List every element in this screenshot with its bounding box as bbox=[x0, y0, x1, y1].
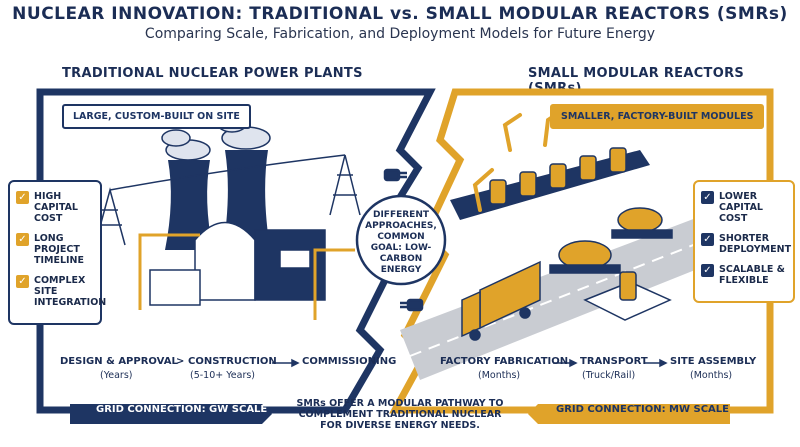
timeline-step-commissioning: COMMISSIONING bbox=[302, 356, 397, 367]
feature-item: ✓SHORTER DEPLOYMENT bbox=[701, 233, 791, 255]
traditional-heading: TRADITIONAL NUCLEAR POWER PLANTS bbox=[62, 66, 363, 81]
feature-item: ✓COMPLEX SITE INTEGRATION bbox=[16, 275, 106, 308]
smr-timeline-arrows bbox=[553, 358, 668, 368]
page-title: NUCLEAR INNOVATION: TRADITIONAL vs. SMAL… bbox=[12, 4, 788, 24]
timeline-separator: > bbox=[176, 356, 185, 367]
feature-item: ✓SCALABLE & FLEXIBLE bbox=[701, 264, 787, 286]
timeline-sub-assembly: (Months) bbox=[690, 370, 733, 381]
timeline-sub-fabrication: (Months) bbox=[478, 370, 521, 381]
grid-arrow-right bbox=[528, 404, 730, 424]
feature-item: ✓LONG PROJECT TIMELINE bbox=[16, 233, 94, 266]
plug-icon-top bbox=[383, 168, 407, 182]
check-icon: ✓ bbox=[16, 275, 29, 288]
check-icon: ✓ bbox=[16, 233, 29, 246]
rail-cars bbox=[549, 207, 673, 274]
timeline-sub-transport: (Truck/Rail) bbox=[582, 370, 636, 381]
timeline-sub-design: (Years) bbox=[100, 370, 133, 381]
timeline-step-construction: CONSTRUCTION bbox=[188, 356, 277, 367]
footer-message: SMRs OFFER A MODULAR PATHWAY TO COMPLEME… bbox=[296, 398, 504, 431]
plug-icon-bottom bbox=[400, 298, 424, 312]
center-message: DIFFERENT APPROACHES, COMMON GOAL: LOW-C… bbox=[365, 210, 437, 275]
reactor-modules bbox=[489, 147, 627, 205]
transport-truck bbox=[461, 260, 541, 341]
traditional-timeline-arrows bbox=[272, 358, 300, 368]
feature-item: ✓LOWER CAPITAL COST bbox=[701, 191, 787, 224]
timeline-step-design: DESIGN & APPROVAL bbox=[60, 356, 178, 367]
check-icon: ✓ bbox=[701, 264, 714, 277]
timeline-step-transport: TRANSPORT bbox=[580, 356, 648, 367]
page-subtitle: Comparing Scale, Fabrication, and Deploy… bbox=[144, 26, 656, 42]
check-icon: ✓ bbox=[16, 191, 29, 204]
site-assembly-module bbox=[583, 271, 672, 321]
construction-cranes bbox=[138, 233, 355, 320]
check-icon: ✓ bbox=[701, 233, 714, 246]
check-icon: ✓ bbox=[701, 191, 714, 204]
traditional-features: ✓HIGH CAPITAL COST ✓LONG PROJECT TIMELIN… bbox=[8, 180, 106, 325]
reactor-buildings bbox=[149, 221, 326, 306]
grid-connection-gw: GRID CONNECTION: GW SCALE bbox=[96, 404, 268, 415]
timeline-step-fabrication: FACTORY FABRICATION bbox=[440, 356, 569, 367]
smr-features: ✓LOWER CAPITAL COST ✓SHORTER DEPLOYMENT … bbox=[693, 180, 795, 303]
timeline-sub-construction: (5-10+ Years) bbox=[190, 370, 256, 381]
highway bbox=[400, 190, 770, 380]
grid-connection-mw: GRID CONNECTION: MW SCALE bbox=[556, 404, 729, 415]
grid-arrow-left bbox=[70, 404, 272, 424]
feature-item: ✓HIGH CAPITAL COST bbox=[16, 191, 94, 224]
power-pylons bbox=[94, 154, 361, 246]
traditional-tag: LARGE, CUSTOM-BUILT ON SITE bbox=[62, 104, 251, 129]
timeline-step-assembly: SITE ASSEMBLY bbox=[670, 356, 757, 367]
smr-tag: SMALLER, FACTORY-BUILT MODULES bbox=[550, 104, 765, 129]
center-circle bbox=[355, 194, 447, 286]
